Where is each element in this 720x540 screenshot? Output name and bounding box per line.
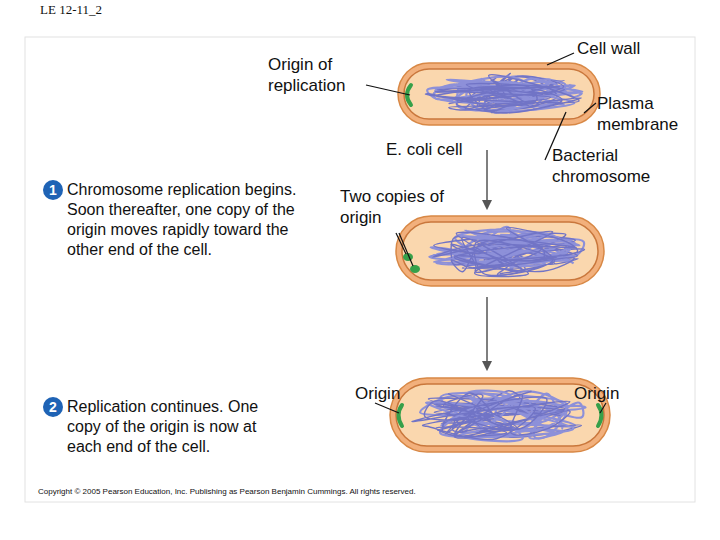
part-label: Origin [574,383,654,404]
cell-wall [396,216,604,286]
leader-line [375,403,399,413]
origin-marker [399,405,403,426]
leader-line [547,53,574,65]
origin-marker [410,265,420,273]
plasma-membrane [404,69,594,119]
part-label: Two copies of origin [340,186,452,228]
bacterial-chromosome [425,73,582,113]
callout-number: 1 [49,182,57,198]
dna-strand [433,228,578,277]
leader-line [399,233,413,266]
callout-number: 2 [49,399,57,415]
part-label: E. coli cell [386,139,506,160]
part-label: Cell wall [577,38,687,59]
step-number: 2 [43,397,63,417]
step-number: 1 [43,180,63,200]
part-label: Bacterial chromosome [552,145,682,187]
step-description: Chromosome replication begins. Soon ther… [67,180,299,260]
part-label: Origin [355,383,435,404]
leader-line [396,233,406,254]
cell-wall [398,63,600,125]
process-arrow [486,297,488,369]
process-arrow [486,150,488,208]
leader-line [584,103,596,113]
figure-id: LE 12-11_2 [40,2,180,18]
slide-panel [25,37,695,502]
plasma-membrane [396,384,604,446]
plasma-membrane [402,222,598,280]
copyright-note: Copyright © 2005 Pearson Education, Inc.… [38,487,558,497]
bacterial-chromosome [412,391,586,442]
step-description: Replication continues. One copy of the o… [67,397,282,457]
leader-line [600,403,606,413]
origin-marker [598,405,602,426]
part-label: Origin of replication [268,54,378,96]
leader-line [366,85,410,95]
dna-strand [425,75,581,113]
bacterial-chromosome [429,227,584,277]
part-label: Plasma membrane [597,93,707,135]
dna-strand [412,391,570,439]
